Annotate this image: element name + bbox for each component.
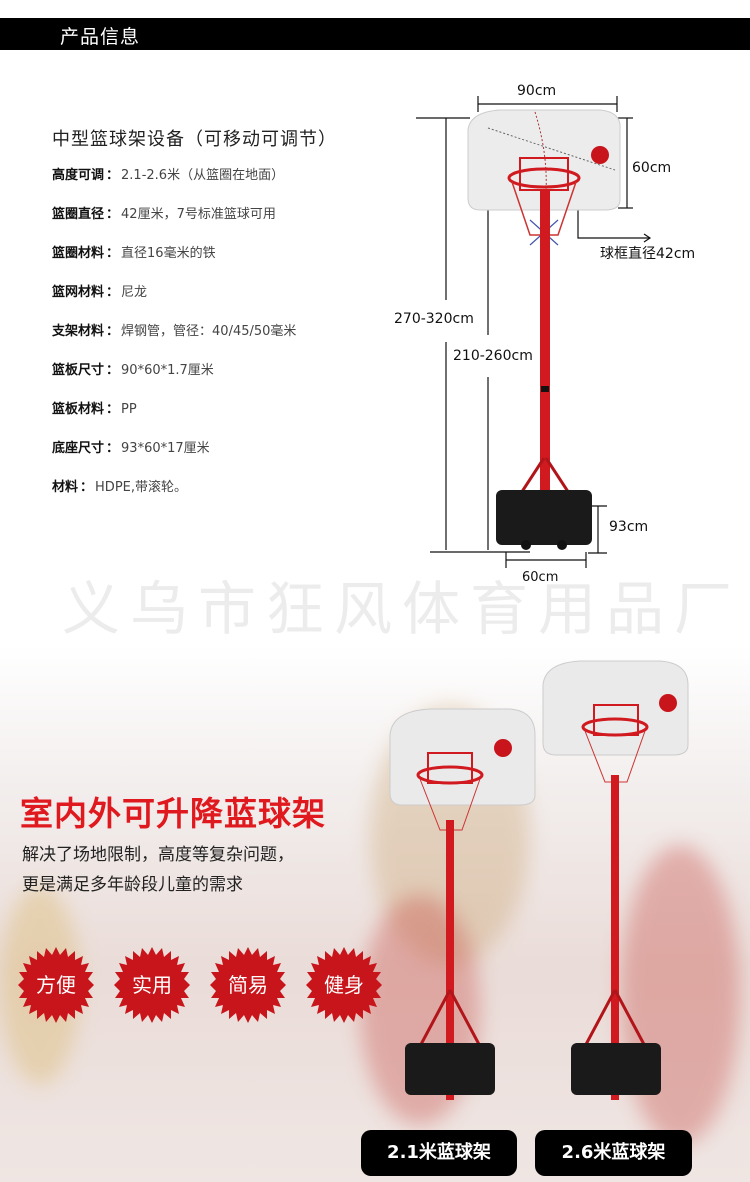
size-option-2-1m[interactable]: 2.1米蓝球架 (361, 1130, 517, 1176)
spec-value: 42厘米，7号标准篮球可用 (121, 207, 276, 222)
basketball-hoop-diagram-icon (416, 96, 652, 568)
spec-separator: ： (106, 363, 120, 378)
total-height-label: 270-320cm (394, 311, 474, 327)
product-title: 中型篮球架设备（可移动可调节） (52, 129, 337, 150)
badge-label: 实用 (132, 973, 172, 997)
spec-separator: ： (106, 246, 120, 261)
starburst-icon (18, 947, 94, 1023)
spec-key: 篮板材料 (52, 402, 105, 417)
feature-badge: 简易 (210, 947, 286, 1023)
promo-title: 室内外可升降蓝球架 (20, 794, 326, 833)
backboard-height-label: 60cm (632, 160, 672, 176)
spec-separator: ： (106, 402, 120, 417)
spec-separator: ： (106, 168, 120, 183)
spec-row: 底座尺寸：93*60*17厘米 (52, 437, 296, 476)
spec-key: 底座尺寸 (52, 441, 105, 456)
spec-row: 材料：HDPE,带滚轮。 (52, 476, 296, 515)
spec-key: 篮圈材料 (52, 246, 105, 261)
spec-key: 篮板尺寸 (52, 363, 105, 378)
spec-value: 直径16毫米的铁 (121, 246, 216, 261)
rim-diameter-label: 球框直径42cm (600, 246, 696, 262)
spec-row: 篮圈材料：直径16毫米的铁 (52, 242, 296, 281)
spec-separator: ： (106, 207, 120, 222)
feature-badge: 健身 (306, 947, 382, 1023)
rim-height-label: 210-260cm (453, 348, 533, 364)
spec-value: 93*60*17厘米 (121, 441, 210, 456)
spec-row: 篮网材料：尼龙 (52, 281, 296, 320)
spec-separator: ： (106, 285, 120, 300)
spec-row: 高度可调：2.1-2.6米（从篮圈在地面） (52, 164, 296, 203)
badge-label: 简易 (228, 973, 268, 997)
size-option-2-6m[interactable]: 2.6米蓝球架 (535, 1130, 692, 1176)
dimension-diagram: 90cm 60cm 球框直径42cm 270-320cm 210-260cm 9… (394, 83, 696, 585)
starburst-icon (114, 947, 190, 1023)
starburst-icon (306, 947, 382, 1023)
feature-badge: 方便 (18, 947, 94, 1023)
spec-separator: ： (80, 480, 94, 495)
spec-value: 2.1-2.6米（从篮圈在地面） (121, 168, 285, 183)
spec-key: 材料 (52, 480, 79, 495)
spec-value: 焊钢管，管径：40/45/50毫米 (121, 324, 297, 339)
spec-row: 支架材料：焊钢管，管径：40/45/50毫米 (52, 320, 296, 359)
badge-label: 健身 (324, 973, 364, 997)
spec-separator: ： (106, 324, 120, 339)
spec-key: 高度可调 (52, 168, 105, 183)
spec-value: 尼龙 (121, 285, 148, 300)
promo-subtitle-line: 更是满足多年龄段儿童的需求 (22, 875, 243, 895)
spec-list: 高度可调：2.1-2.6米（从篮圈在地面） 篮圈直径：42厘米，7号标准篮球可用… (52, 164, 296, 515)
badge-label: 方便 (36, 973, 76, 997)
spec-value: 90*60*1.7厘米 (121, 363, 214, 378)
section-header-bar: 产品信息 (0, 18, 750, 50)
starburst-icon (210, 947, 286, 1023)
spec-row: 篮板材料：PP (52, 398, 296, 437)
feature-badges: 方便 实用 简易 健身 (18, 947, 398, 1027)
backboard-width-label: 90cm (517, 83, 557, 99)
spec-row: 篮圈直径：42厘米，7号标准篮球可用 (52, 203, 296, 242)
spec-value: HDPE,带滚轮。 (95, 480, 188, 495)
spec-key: 篮圈直径 (52, 207, 105, 222)
spec-value: PP (121, 402, 137, 417)
promo-subtitle: 解决了场地限制，高度等复杂问题， 更是满足多年龄段儿童的需求 (22, 840, 294, 900)
base-width-label: 60cm (522, 570, 559, 585)
promo-section: 室内外可升降蓝球架 解决了场地限制，高度等复杂问题， 更是满足多年龄段儿童的需求… (0, 645, 750, 1182)
feature-badge: 实用 (114, 947, 190, 1023)
promo-subtitle-line: 解决了场地限制，高度等复杂问题， (22, 845, 294, 865)
spec-key: 支架材料 (52, 324, 105, 339)
hoop-products-icon (389, 660, 689, 1100)
spec-row: 篮板尺寸：90*60*1.7厘米 (52, 359, 296, 398)
spec-separator: ： (106, 441, 120, 456)
base-length-label: 93cm (609, 519, 649, 535)
section-title: 产品信息 (60, 26, 141, 48)
company-watermark: 义乌市狂风体育用品厂 (62, 575, 743, 643)
spec-key: 篮网材料 (52, 285, 105, 300)
